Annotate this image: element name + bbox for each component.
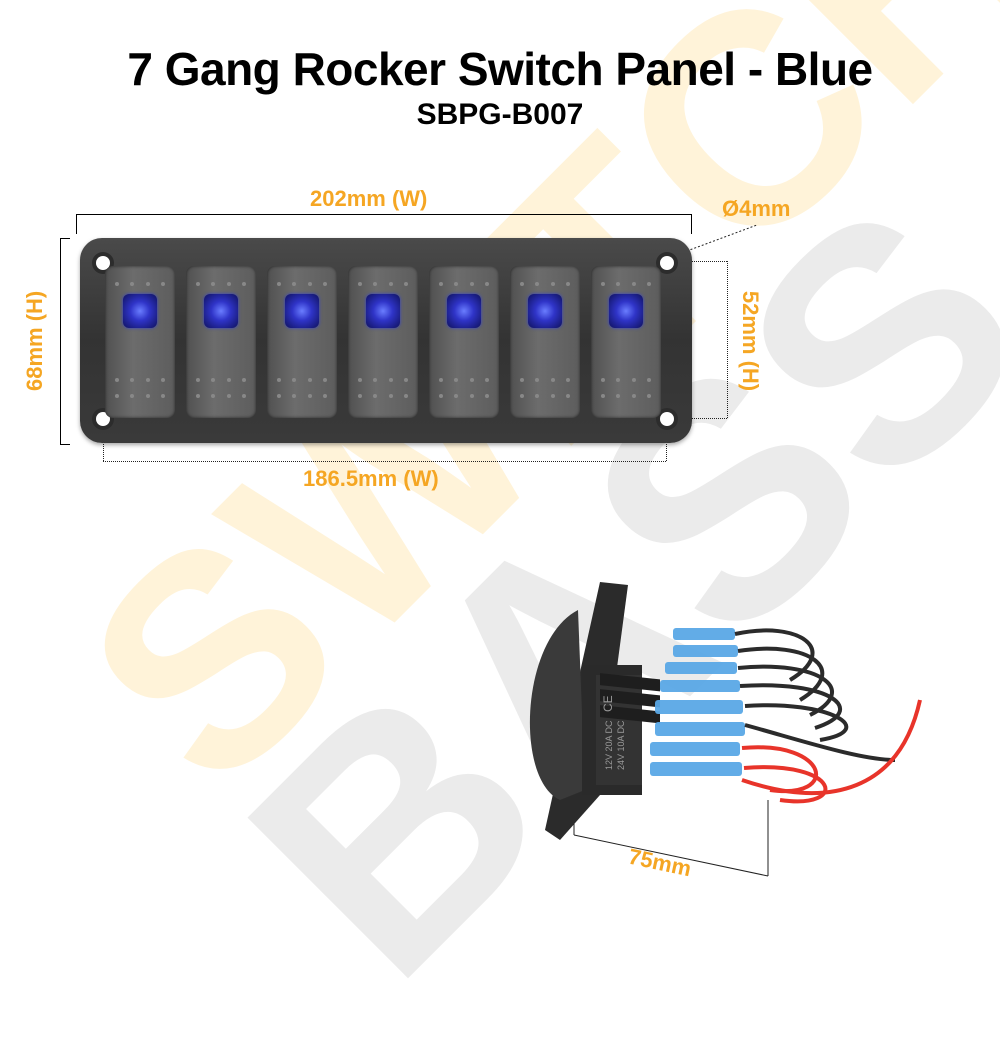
- overall-height-tick-bottom: [60, 444, 70, 445]
- led-indicator-icon: [609, 294, 643, 328]
- side-rocker-cap: [529, 610, 585, 800]
- indicator-dots: [115, 282, 165, 286]
- grip-dots: [601, 378, 651, 382]
- led-indicator-icon: [366, 294, 400, 328]
- hole-height-line: [727, 261, 728, 418]
- grip-dots: [277, 394, 327, 398]
- overall-width-line: [76, 214, 692, 215]
- grip-dots: [115, 378, 165, 382]
- blue-connectors: [650, 628, 745, 776]
- indicator-dots: [358, 282, 408, 286]
- rocker-switch[interactable]: [186, 266, 256, 418]
- overall-width-label: 202mm (W): [310, 186, 428, 211]
- grip-dots: [196, 394, 246, 398]
- svg-text:12V 20A DC: 12V 20A DC: [604, 720, 614, 770]
- hole-width-line: [103, 461, 666, 462]
- rocker-switch[interactable]: [267, 266, 337, 418]
- svg-text:24V 10A DC: 24V 10A DC: [616, 720, 626, 770]
- hole-diameter-label: Ø4mm: [722, 196, 791, 221]
- mount-hole-top-right: [660, 256, 674, 270]
- hole-height-tick-bottom: [666, 418, 727, 419]
- grip-dots: [520, 394, 570, 398]
- indicator-dots: [601, 282, 651, 286]
- hole-height-tick-top: [666, 261, 727, 262]
- grip-dots: [358, 394, 408, 398]
- indicator-dots: [439, 282, 489, 286]
- overall-height-line: [60, 238, 61, 444]
- grip-dots: [115, 394, 165, 398]
- mount-hole-top-left: [96, 256, 110, 270]
- black-wires: [734, 628, 896, 762]
- rocker-switch[interactable]: [348, 266, 418, 418]
- grip-dots: [520, 378, 570, 382]
- switch-panel-front: [80, 238, 692, 443]
- rocker-switch[interactable]: [510, 266, 580, 418]
- switch-panel-side-view: 12V 20A DC 24V 10A DC CE: [529, 582, 922, 840]
- model-number: SBPG-B007: [416, 98, 584, 131]
- led-indicator-icon: [285, 294, 319, 328]
- grip-dots: [601, 394, 651, 398]
- overall-width-tick-right: [691, 214, 692, 234]
- svg-text:CE: CE: [601, 695, 615, 712]
- indicator-dots: [277, 282, 327, 286]
- page-title: 7 Gang Rocker Switch Panel - Blue: [127, 43, 873, 95]
- grip-dots: [358, 378, 408, 382]
- led-indicator-icon: [447, 294, 481, 328]
- led-indicator-icon: [123, 294, 157, 328]
- hole-width-label: 186.5mm (W): [303, 466, 439, 491]
- red-wires: [741, 699, 922, 804]
- grip-dots: [196, 378, 246, 382]
- side-switch-terminals: [600, 673, 660, 724]
- overall-width-tick-left: [76, 214, 77, 234]
- rocker-switch[interactable]: [591, 266, 661, 418]
- indicator-dots: [520, 282, 570, 286]
- grip-dots: [439, 378, 489, 382]
- led-indicator-icon: [204, 294, 238, 328]
- grip-dots: [277, 378, 327, 382]
- switch-rating-text: 12V 20A DC 24V 10A DC CE: [601, 695, 626, 770]
- depth-line: [573, 834, 769, 877]
- indicator-dots: [196, 282, 246, 286]
- rocker-switch[interactable]: [429, 266, 499, 418]
- rocker-switch[interactable]: [105, 266, 175, 418]
- grip-dots: [439, 394, 489, 398]
- mount-hole-bottom-right: [660, 412, 674, 426]
- overall-height-tick-top: [60, 238, 70, 239]
- led-indicator-icon: [528, 294, 562, 328]
